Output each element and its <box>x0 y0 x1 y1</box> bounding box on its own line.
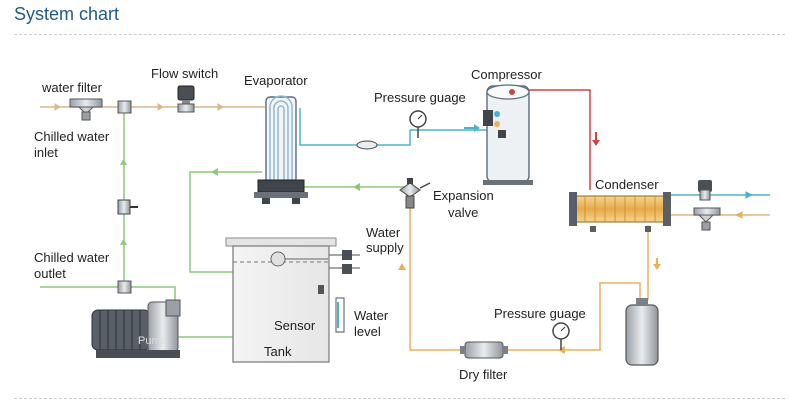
liquid-receiver <box>625 298 659 366</box>
tank <box>225 237 337 363</box>
label-chilled-water-inlet-2: inlet <box>34 145 58 160</box>
page-title: System chart <box>14 4 120 24</box>
label-water-level: Water <box>354 308 389 323</box>
label-sensor: Sensor <box>274 318 316 333</box>
label-chilled-water-outlet-2: outlet <box>34 266 66 281</box>
arrow-up-icon <box>398 263 406 270</box>
water-level-gauge <box>335 297 345 333</box>
tee-fitting <box>117 100 132 114</box>
arrow-down-icon <box>592 132 600 146</box>
arrow-down-icon <box>653 258 661 270</box>
sight-glass <box>356 140 378 150</box>
label-water-level-2: level <box>354 324 381 339</box>
arrow-right-icon <box>47 103 61 111</box>
expansion-valve <box>399 178 431 209</box>
label-compressor: Compressor <box>471 67 542 82</box>
pressure-gauge-top <box>409 110 427 138</box>
label-evaporator: Evaporator <box>244 73 308 88</box>
label-chilled-water-inlet: Chilled water <box>34 129 110 144</box>
label-pump: Pump <box>138 335 167 347</box>
arrow-right-icon <box>210 103 224 111</box>
compressor <box>483 84 533 185</box>
label-expansion-valve: Expansion <box>433 188 494 203</box>
label-water-filter: water filter <box>41 80 103 95</box>
water-filter <box>69 98 103 121</box>
label-flow-switch: Flow switch <box>151 66 218 81</box>
suction-pipe-2 <box>375 129 487 146</box>
tee-fitting <box>117 280 132 294</box>
arrow-right-icon <box>736 191 754 199</box>
arrow-right-icon <box>150 103 164 111</box>
chilled-water-outlet-pipe <box>40 286 176 300</box>
condenser-valve <box>698 180 712 201</box>
pipes <box>40 89 770 351</box>
bottom-divider <box>14 398 785 399</box>
shutoff-valve <box>117 199 138 215</box>
label-expansion-valve-2: valve <box>448 205 478 220</box>
condenser <box>569 192 671 232</box>
label-dry-filter: Dry filter <box>459 367 508 382</box>
discharge-pipe <box>525 89 591 190</box>
label-tank: Tank <box>264 344 292 359</box>
label-pressure-gauge-top: Pressure guage <box>374 90 466 105</box>
label-water-supply: Water <box>366 225 401 240</box>
label-chilled-water-outlet: Chilled water <box>34 250 110 265</box>
arrow-right-icon <box>464 124 480 132</box>
liquid-line <box>505 282 641 351</box>
label-water-supply-2: supply <box>366 240 404 255</box>
water-supply-valves <box>342 250 352 274</box>
arrow-up-icon <box>120 159 127 165</box>
evaporator <box>254 95 308 204</box>
suction-pipe <box>299 108 360 146</box>
arrow-left-icon <box>211 168 218 176</box>
top-divider <box>14 34 785 35</box>
arrow-up-icon <box>120 239 127 245</box>
evaporator-to-tank-pipe <box>189 171 262 273</box>
labels: water filter Flow switch Evaporator Comp… <box>34 66 659 382</box>
dry-filter-to-valve <box>409 200 460 351</box>
arrow-left-icon <box>353 183 360 191</box>
label-pressure-gauge-bottom: Pressure guage <box>494 306 586 321</box>
pressure-gauge-bottom <box>552 322 570 350</box>
pump <box>91 299 181 358</box>
dry-filter <box>460 341 508 359</box>
condenser-water-filter <box>693 207 721 231</box>
arrow-left-icon <box>734 211 752 219</box>
flow-switch <box>177 85 195 113</box>
label-condenser: Condenser <box>595 177 659 192</box>
